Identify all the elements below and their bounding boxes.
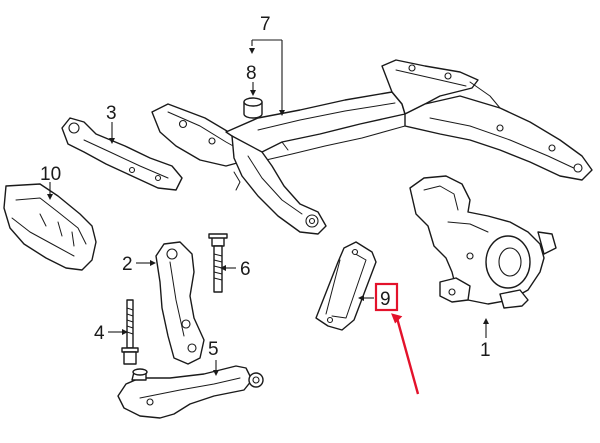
- callout-2: 2: [122, 254, 133, 275]
- callout-labels: 7 8 3 10 2 6 4 5 9 1: [40, 14, 491, 361]
- steering-knuckle: [409, 175, 557, 309]
- callout-3: 3: [106, 103, 117, 124]
- upper-bracket: [61, 117, 183, 191]
- callout-5: 5: [208, 339, 219, 360]
- highlight-box: [374, 282, 399, 312]
- bushing: [243, 97, 263, 119]
- lower-control-arm: [117, 365, 264, 419]
- callout-6: 6: [240, 259, 251, 280]
- callout-7: 7: [260, 14, 271, 35]
- brace: [315, 241, 377, 331]
- bolt-6: [208, 233, 228, 293]
- callout-9: 9: [380, 289, 391, 310]
- mount-bracket: [155, 241, 205, 365]
- crossmember-subframe: [151, 59, 593, 235]
- highlight-marker: [374, 282, 420, 395]
- callout-10: 10: [40, 164, 61, 185]
- callout-1: 1: [480, 340, 491, 361]
- leader-lines: [47, 39, 489, 376]
- highlight-arrow: [395, 317, 420, 395]
- shield-plate: [3, 183, 97, 271]
- callout-4: 4: [94, 323, 105, 344]
- leader-7: [251, 39, 283, 114]
- callout-8: 8: [246, 63, 257, 84]
